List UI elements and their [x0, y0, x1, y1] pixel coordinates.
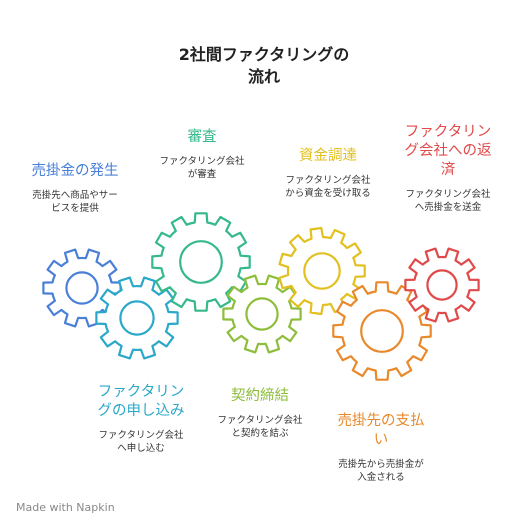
gear-funding — [278, 226, 366, 316]
step-funding-desc: ファクタリング会社 から資金を受け取る — [268, 174, 388, 200]
gear-payment — [332, 281, 432, 381]
gear-review-outline — [151, 212, 251, 312]
step-sales: 売掛金の発生 売掛先へ商品やサー ビスを提供 — [20, 162, 130, 215]
step-repay-desc-line1: ファクタリング会社 — [405, 189, 491, 200]
napkin-watermark: Made with Napkin — [16, 501, 115, 514]
step-funding-title: 資金調達 — [299, 148, 357, 164]
gear-sales-hub — [65, 271, 99, 305]
step-apply-desc-line2: へ申し込む — [117, 443, 165, 454]
gear-apply-hub — [119, 300, 155, 336]
gear-repay — [404, 247, 480, 323]
gear-payment-hub — [360, 309, 404, 353]
step-review-desc: ファクタリング会社 が審査 — [147, 155, 257, 181]
gear-review — [151, 212, 251, 312]
step-payment-desc: 売掛先から売掛金が 入金される — [326, 458, 436, 484]
title-line-1: 2社間ファクタリングの — [178, 45, 350, 64]
step-payment-title: 売掛先の支払 い — [326, 412, 436, 450]
step-payment: 売掛先の支払 い 売掛先から売掛金が 入金される — [326, 412, 436, 484]
title-line-2: 流れ — [247, 67, 280, 86]
step-sales-desc: 売掛先へ商品やサー ビスを提供 — [20, 189, 130, 215]
step-funding: 資金調達 ファクタリング会社 から資金を受け取る — [268, 147, 388, 200]
step-repay-desc-line2: へ売掛金を送金 — [414, 202, 482, 213]
step-review-title: 審査 — [187, 129, 217, 145]
step-repay-desc: ファクタリング会社 へ売掛金を送金 — [388, 188, 508, 214]
step-contract-desc-line2: と契約を結ぶ — [231, 428, 289, 439]
step-payment-title-line2: い — [373, 432, 389, 448]
step-sales-desc-line2: ビスを提供 — [51, 203, 99, 214]
gear-contract — [222, 274, 302, 354]
step-review: 審査 ファクタリング会社 が審査 — [147, 128, 257, 181]
gear-contract-hub — [245, 297, 279, 331]
step-payment-title-line1: 売掛先の支払 — [337, 413, 425, 429]
gear-contract-outline — [222, 274, 302, 354]
gear-apply — [95, 276, 179, 360]
step-contract: 契約締結 ファクタリング会社 と契約を結ぶ — [205, 387, 315, 440]
step-review-desc-line2: が審査 — [187, 169, 217, 180]
step-apply-title: ファクタリン グの申し込み — [86, 383, 196, 421]
step-repay-title: ファクタリン グ会社への返 済 — [388, 123, 508, 180]
step-apply-title-line1: ファクタリン — [97, 384, 185, 400]
step-sales-desc-line1: 売掛先へ商品やサー — [32, 190, 118, 201]
gear-review-hub — [179, 240, 223, 284]
gear-apply-outline — [95, 276, 179, 360]
step-apply: ファクタリン グの申し込み ファクタリング会社 へ申し込む — [86, 383, 196, 455]
step-repay-title-line2: グ会社への返 — [404, 143, 492, 159]
diagram-title: 2社間ファクタリングの 流れ — [0, 44, 528, 88]
step-payment-desc-line2: 入金される — [357, 472, 405, 483]
step-funding-desc-line2: から資金を受け取る — [285, 188, 371, 199]
step-contract-desc: ファクタリング会社 と契約を結ぶ — [205, 414, 315, 440]
gear-funding-outline — [278, 226, 366, 316]
step-contract-title: 契約締結 — [231, 388, 289, 404]
step-apply-title-line2: グの申し込み — [97, 403, 185, 419]
step-funding-desc-line1: ファクタリング会社 — [285, 175, 371, 186]
step-apply-desc: ファクタリング会社 へ申し込む — [86, 429, 196, 455]
gear-repay-outline — [404, 247, 480, 323]
gear-funding-hub — [303, 252, 341, 290]
step-payment-desc-line1: 売掛先から売掛金が — [338, 459, 424, 470]
gear-repay-hub — [426, 269, 458, 301]
step-repay: ファクタリン グ会社への返 済 ファクタリング会社 へ売掛金を送金 — [388, 123, 508, 214]
step-repay-title-line3: 済 — [440, 162, 456, 178]
step-apply-desc-line1: ファクタリング会社 — [98, 430, 184, 441]
step-contract-desc-line1: ファクタリング会社 — [217, 415, 303, 426]
step-repay-title-line1: ファクタリン — [404, 124, 492, 140]
watermark-text: Made with Napkin — [16, 501, 115, 514]
step-sales-title: 売掛金の発生 — [31, 163, 119, 179]
gear-payment-outline — [332, 281, 432, 381]
step-review-desc-line1: ファクタリング会社 — [159, 156, 245, 167]
